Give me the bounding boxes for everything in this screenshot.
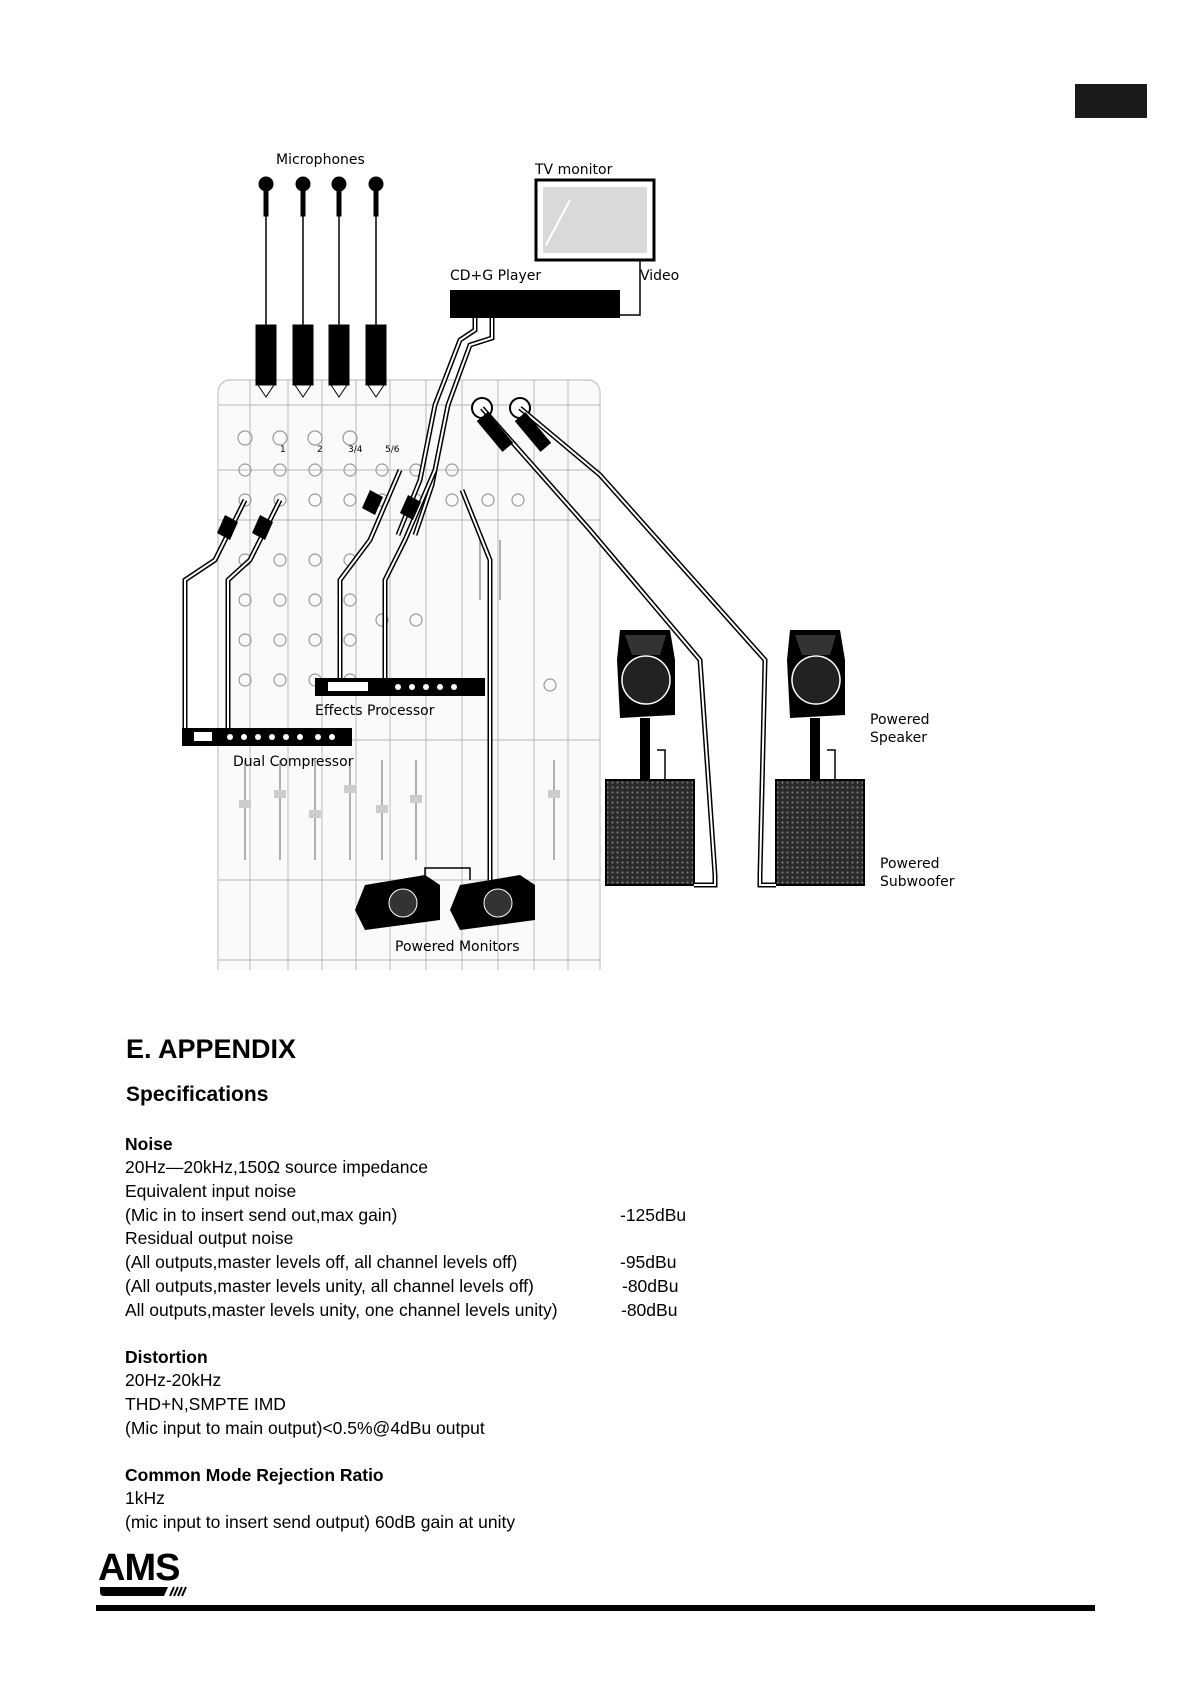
svg-text:Effects Processor: Effects Processor [315,703,435,719]
microphone-2 [295,176,311,325]
dual-compressor: Dual Compressor [182,728,354,770]
microphone-1 [258,176,274,325]
noise-value: -80dBu [622,1276,679,1296]
cdg-player: CD+G Player [395,268,620,536]
svg-text:Powered: Powered [870,712,930,728]
svg-text:5/6: 5/6 [385,445,400,455]
footer-rule [96,1605,1095,1611]
subwoofer-cables [694,875,776,888]
main-out-connectors [471,397,768,876]
noise-line: All outputs,master levels unity, one cha… [125,1300,558,1320]
powered-speaker-left [617,630,675,785]
compressor-cables [182,498,283,730]
svg-text:TV monitor: TV monitor [534,162,613,178]
specifications-heading: Specifications [126,1083,269,1106]
effects-cables [337,469,438,680]
page-tab-marker [1075,84,1147,118]
svg-text:Powered Monitors: Powered Monitors [395,939,519,955]
microphone-4 [368,176,384,325]
mixer-fader-caps [239,785,560,818]
appendix-title: E. APPENDIX [126,1034,297,1064]
microphones: Microphones [255,152,387,398]
svg-text:Speaker: Speaker [870,730,927,746]
cmrr-heading: Common Mode Rejection Ratio [125,1465,384,1485]
svg-text:Microphones: Microphones [276,152,365,168]
noise-value: -125dBu [620,1205,687,1225]
svg-text:AMS: AMS [98,1547,179,1589]
noise-line: (All outputs,master levels off, all chan… [125,1252,518,1272]
connection-diagram: 1 2 3/4 5/6 Microphones TV monitor Video… [182,152,955,970]
cmrr-line: (mic input to insert send output) 60dB g… [125,1512,516,1532]
powered-speaker-right: Powered Speaker [787,630,930,785]
svg-text:Video: Video [640,268,679,284]
tv-monitor: TV monitor Video [534,162,679,316]
monitor-cable [459,489,493,880]
distortion-heading: Distortion [125,1347,208,1367]
microphone-3 [331,176,347,325]
distortion-line: (Mic input to main output)<0.5%@4dBu out… [125,1418,485,1438]
svg-text:2: 2 [317,445,323,455]
noise-line: (All outputs,master levels unity, all ch… [125,1276,534,1296]
noise-line: 20Hz—20kHz,150Ω source impedance [125,1157,428,1177]
distortion-line: 20Hz-20kHz [125,1370,222,1390]
channel-labels: 1 2 3/4 5/6 [280,445,400,455]
powered-monitors: Powered Monitors [355,867,535,955]
effects-processor: Effects Processor [315,678,485,719]
ams-logo: AMS [98,1547,187,1597]
noise-value: -95dBu [620,1252,677,1272]
svg-text:Powered: Powered [880,856,940,872]
noise-line: Residual output noise [125,1228,294,1248]
noise-line: Equivalent input noise [125,1181,297,1201]
svg-text:CD+G Player: CD+G Player [450,268,541,284]
svg-text:Subwoofer: Subwoofer [880,874,955,890]
cmrr-line: 1kHz [125,1488,165,1508]
svg-text:3/4: 3/4 [348,445,363,455]
noise-value: -80dBu [621,1300,678,1320]
svg-text:1: 1 [280,445,286,455]
distortion-line: THD+N,SMPTE IMD [125,1394,286,1414]
noise-line: (Mic in to insert send out,max gain) [125,1205,398,1225]
powered-subwoofer-right: Powered Subwoofer [775,779,955,890]
powered-subwoofer-left [605,779,695,886]
svg-text:Dual Compressor: Dual Compressor [233,754,354,770]
noise-heading: Noise [125,1134,173,1154]
